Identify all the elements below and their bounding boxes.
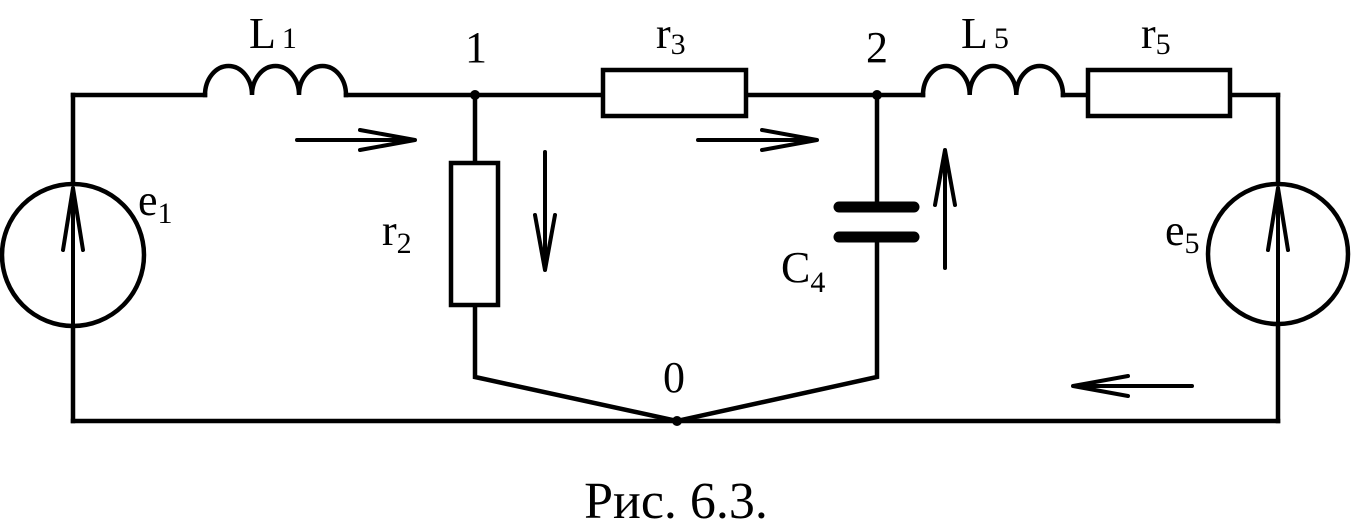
- current-arrow-i1: [295, 128, 417, 152]
- label-C4: C4: [781, 243, 825, 299]
- wire-C4-node0: [674, 234, 880, 424]
- wire-r2-node0: [472, 302, 680, 424]
- figure-caption: Рис. 6.3.: [584, 473, 768, 526]
- node-1-dot: [470, 90, 480, 100]
- node-2-dot: [872, 90, 882, 100]
- source-e1: [0, 181, 147, 329]
- current-arrow-i3: [696, 128, 819, 152]
- label-r2: r2: [382, 206, 412, 260]
- resistor-r3: [600, 67, 749, 119]
- node-0-label: 0: [663, 353, 685, 402]
- current-arrow-i5: [1071, 374, 1194, 398]
- label-r5: r5: [1141, 9, 1171, 61]
- inductor-L1: [202, 63, 349, 98]
- wires: [70, 92, 1281, 424]
- label-e5: e5: [1165, 206, 1200, 260]
- label-e1: e1: [138, 176, 173, 230]
- resistor-r2: [448, 160, 501, 308]
- inductor-L5: [920, 63, 1066, 98]
- resistor-r5: [1085, 67, 1233, 119]
- node-0-dot: [672, 416, 682, 426]
- current-arrow-i2: [533, 150, 557, 272]
- source-e5: [1205, 181, 1351, 327]
- node-2-label: 2: [866, 23, 888, 72]
- node-1-label: 1: [465, 23, 487, 72]
- label-r3: r3: [656, 9, 686, 61]
- current-arrow-i4: [933, 148, 957, 270]
